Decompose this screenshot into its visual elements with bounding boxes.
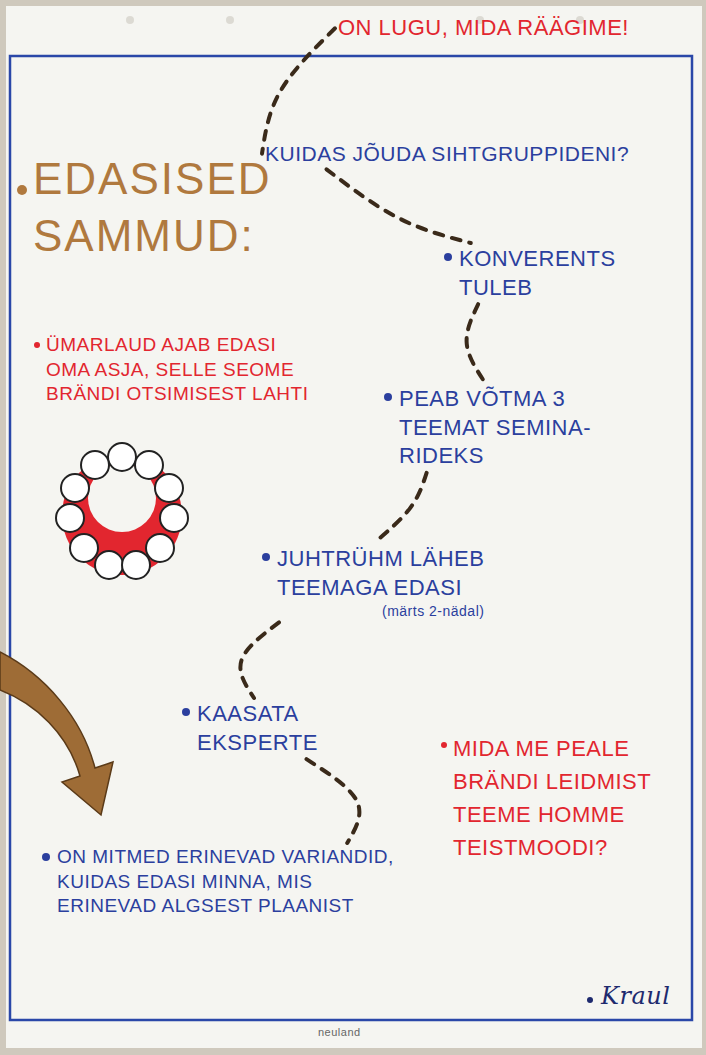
dashed-path: [374, 473, 427, 543]
step-item: KAASATA EKSPERTE: [194, 698, 344, 759]
step-text: ON LUGU, MIDA RÄÄGIME!: [338, 14, 692, 43]
round-table-illustration: [56, 443, 188, 579]
paper-sheet: [6, 6, 702, 1048]
dashed-path: [307, 759, 360, 843]
note-text: ÜMARLAUD AJAB EDASI OMA ASJA, SELLE SEOM…: [46, 333, 320, 407]
person-head: [61, 474, 89, 502]
dashed-path: [240, 622, 279, 698]
step-text: KUIDAS JÕUDA SIHTGRUPPIDENI?: [265, 140, 689, 167]
step-item: ON MITMED ERINEVAD VARIANDID, KUIDAS EDA…: [54, 843, 399, 921]
note-box: ÜMARLAUD AJAB EDASI OMA ASJA, SELLE SEOM…: [43, 331, 323, 409]
paper-hole: [226, 16, 234, 24]
bullet-dot: [444, 253, 452, 261]
person-head: [155, 474, 183, 502]
person-head: [108, 443, 136, 471]
bullet-dot: [182, 708, 190, 716]
step-item: ON LUGU, MIDA RÄÄGIME!: [335, 12, 695, 45]
paper-frame: [10, 56, 692, 1020]
step-item: KUIDAS JÕUDA SIHTGRUPPIDENI?: [262, 138, 692, 169]
step-text: JUHTRÜHM LÄHEB TEEMAGA EDASI: [277, 545, 521, 602]
note-box: Kraul: [598, 980, 688, 1013]
person-head: [95, 551, 123, 579]
step-item: JUHTRÜHM LÄHEB TEEMAGA EDASI(märts 2-näd…: [274, 543, 524, 622]
dashed-path: [262, 28, 335, 153]
step-text: KAASATA EKSPERTE: [197, 700, 341, 757]
step-item: PEAB VÕTMA 3 TEEMAT SEMINA-RIDEKS: [396, 383, 651, 473]
title-box: EDASISED SAMMUD:: [30, 148, 280, 266]
brown-arrow: [0, 652, 113, 815]
note-box: neuland: [315, 1024, 405, 1041]
person-head: [160, 504, 188, 532]
step-item: KONVERENTS TULEB: [456, 243, 641, 304]
bullet-dot: [17, 185, 27, 195]
bullet-dot: [262, 553, 270, 561]
person-head: [56, 504, 84, 532]
person-head: [135, 451, 163, 479]
step-text: PEAB VÕTMA 3 TEEMAT SEMINA-RIDEKS: [399, 385, 648, 471]
bullet-dot: [34, 342, 40, 348]
step-text: ON MITMED ERINEVAD VARIANDID, KUIDAS EDA…: [57, 845, 396, 919]
bullet-dot: [587, 997, 593, 1003]
note-box: MIDA ME PEALE BRÄNDI LEIDMIST TEEME HOMM…: [450, 730, 675, 866]
paper-brand: neuland: [318, 1026, 402, 1039]
note-text: MIDA ME PEALE BRÄNDI LEIDMIST TEEME HOMM…: [453, 732, 672, 864]
paper-hole: [126, 16, 134, 24]
person-head: [81, 451, 109, 479]
dashed-path: [327, 169, 471, 243]
step-note: (märts 2-nädal): [382, 602, 521, 620]
bullet-dot: [384, 393, 392, 401]
dashed-path: [467, 304, 486, 383]
title-text: EDASISED SAMMUD:: [33, 150, 277, 264]
person-head: [122, 551, 150, 579]
bullet-dot: [42, 853, 50, 861]
person-head: [70, 534, 98, 562]
signature: Kraul: [601, 982, 685, 1011]
step-text: KONVERENTS TULEB: [459, 245, 638, 302]
bullet-dot: [441, 742, 447, 748]
person-head: [146, 534, 174, 562]
